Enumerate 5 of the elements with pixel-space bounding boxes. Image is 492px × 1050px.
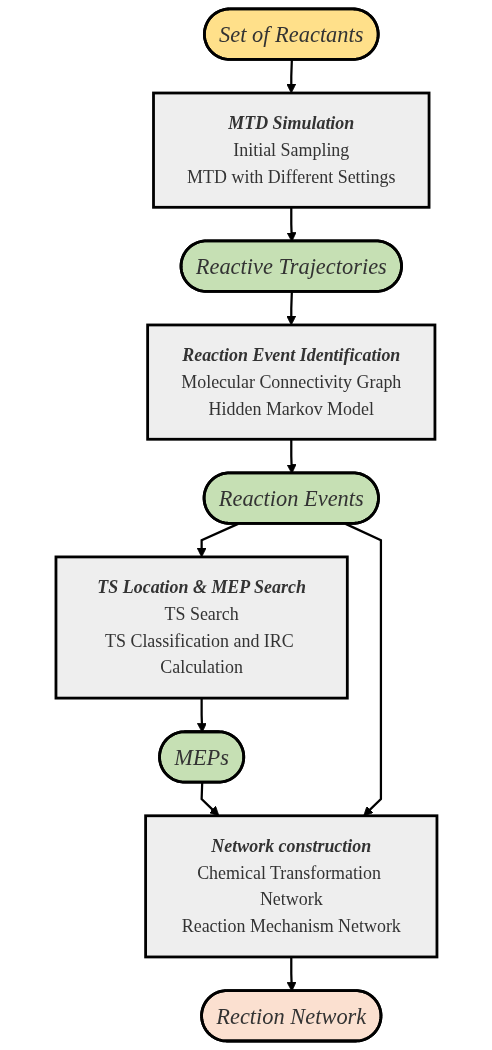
node-box: TS Location & MEP Search TS Search TS Classification and IRC Calculation — [54, 555, 349, 700]
node-box: Network construction Chemical Transformation Network Reaction Mechanism Network — [143, 814, 438, 959]
node-box: Reaction Event Identification Molecular Connectivity Graph Hidden Markov Model — [145, 323, 436, 441]
arrow — [285, 59, 296, 94]
node-box: MTD Simulation Initial Sampling MTD with Different Settings — [151, 91, 430, 209]
